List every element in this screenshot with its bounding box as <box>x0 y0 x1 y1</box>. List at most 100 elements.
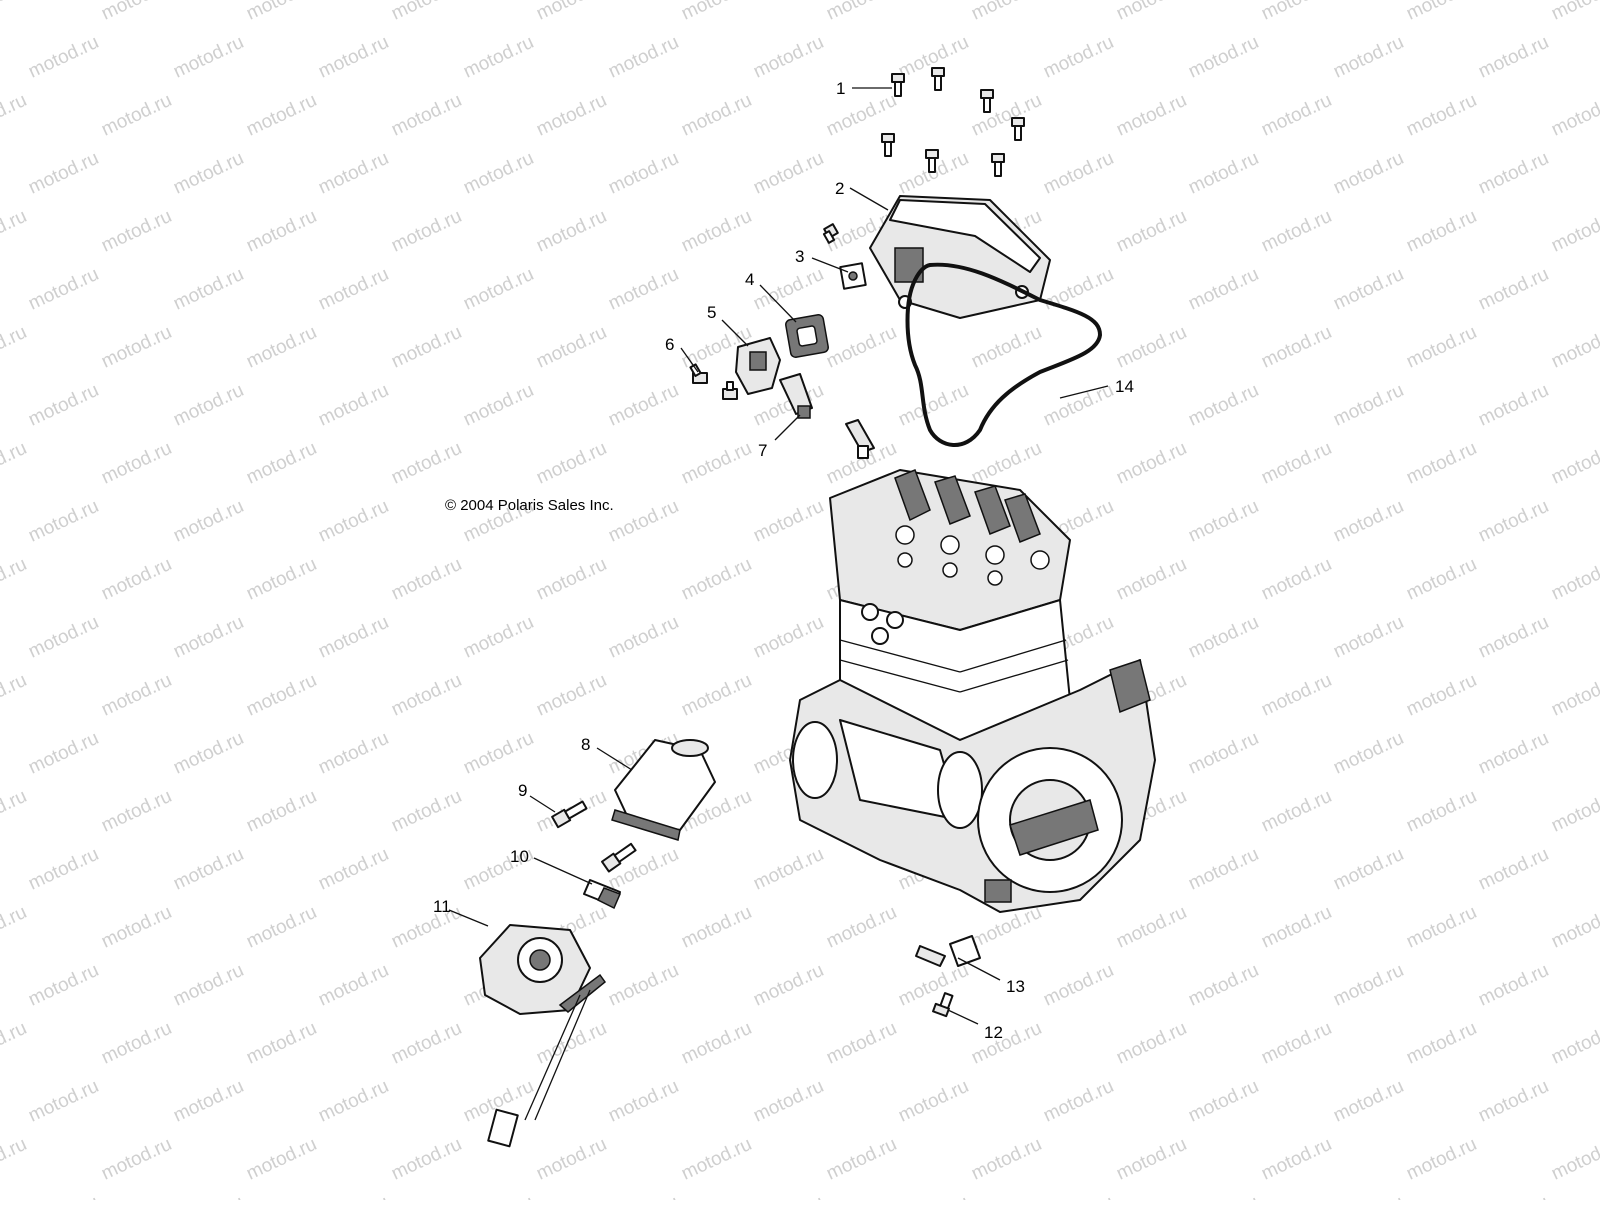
watermark-text: motod.ru <box>1113 90 1190 141</box>
watermark-text: motod.ru <box>1548 322 1600 373</box>
watermark-text: motod.ru <box>98 786 175 837</box>
watermark-text: motod.ru <box>315 32 392 83</box>
watermark-text: motod.ru <box>823 902 900 953</box>
watermark-text: motod.ru <box>25 148 102 199</box>
watermark-text: motod.ru <box>460 612 537 663</box>
watermark-text: motod.ru <box>823 90 900 141</box>
watermark-text: motod.ru <box>25 1076 102 1127</box>
watermark-text: motod.ru <box>1330 612 1407 663</box>
watermark-text: motod.ru <box>1330 148 1407 199</box>
watermark-text: motod.ru <box>750 264 827 315</box>
copyright-text: © 2004 Polaris Sales Inc. <box>445 497 614 514</box>
watermark-text: motod.ru <box>98 1134 175 1185</box>
watermark-text: motod.ru <box>1548 1018 1600 1069</box>
watermark-text: motod.ru <box>25 380 102 431</box>
watermark-text: motod.ru <box>315 844 392 895</box>
watermark-text: motod.ru <box>1185 844 1262 895</box>
watermark-text: motod.ru <box>1185 960 1262 1011</box>
watermark-text: motod.ru <box>460 1192 537 1200</box>
watermark-text: motod.ru <box>388 322 465 373</box>
watermark-text: motod.ru <box>388 670 465 721</box>
watermark-text: motod.ru <box>968 322 1045 373</box>
watermark-text: motod.ru <box>0 554 30 605</box>
watermark-text: motod.ru <box>98 322 175 373</box>
watermark-text: motod.ru <box>170 148 247 199</box>
watermark-text: motod.ru <box>1113 902 1190 953</box>
watermark-text: motod.ru <box>388 206 465 257</box>
watermark-text: motod.ru <box>1185 32 1262 83</box>
watermark-text: motod.ru <box>1475 960 1552 1011</box>
watermark-text: motod.ru <box>170 1192 247 1200</box>
watermark-text: motod.ru <box>1258 786 1335 837</box>
watermark-text: motod.ru <box>1040 960 1117 1011</box>
watermark-text: motod.ru <box>678 902 755 953</box>
watermark-text: motod.ru <box>388 786 465 837</box>
watermark-text: motod.ru <box>1403 438 1480 489</box>
watermark-text: motod.ru <box>1258 1134 1335 1185</box>
watermark-text: motod.ru <box>1548 902 1600 953</box>
watermark-text: motod.ru <box>895 960 972 1011</box>
watermark-text: motod.ru <box>25 844 102 895</box>
watermark-text: motod.ru <box>243 670 320 721</box>
watermark-text: motod.ru <box>1403 1018 1480 1069</box>
spark-plug-icon <box>845 419 875 459</box>
watermark-text: motod.ru <box>388 0 465 25</box>
watermark-text: motod.ru <box>98 438 175 489</box>
watermark-text: motod.ru <box>243 206 320 257</box>
watermark-text: motod.ru <box>1403 0 1480 25</box>
watermark-text: motod.ru <box>895 1192 972 1200</box>
screw-icon <box>932 992 954 1018</box>
watermark-text: motod.ru <box>243 902 320 953</box>
watermark-text: motod.ru <box>1475 148 1552 199</box>
watermark-text: motod.ru <box>750 960 827 1011</box>
intake-boot-icon <box>611 739 716 841</box>
watermark-text: motod.ru <box>750 1076 827 1127</box>
watermark-text: motod.ru <box>1185 264 1262 315</box>
watermark-text: motod.ru <box>823 1018 900 1069</box>
watermark-text: motod.ru <box>1330 32 1407 83</box>
watermark-text: motod.ru <box>0 1134 30 1185</box>
watermark-text: motod.ru <box>1258 670 1335 721</box>
watermark-text: motod.ru <box>98 902 175 953</box>
watermark-text: motod.ru <box>605 1192 682 1200</box>
watermark-text: motod.ru <box>1113 1018 1190 1069</box>
callout-9: 9 <box>518 781 527 800</box>
watermark-text: motod.ru <box>1475 380 1552 431</box>
engine-block-icon <box>789 469 1156 913</box>
callout-labels: 1 2 3 4 5 6 7 8 9 10 11 12 13 14 <box>433 79 1134 1042</box>
watermark-text: motod.ru <box>678 206 755 257</box>
callout-10: 10 <box>510 847 529 866</box>
watermark-text: motod.ru <box>1475 32 1552 83</box>
watermark-text: motod.ru <box>533 1018 610 1069</box>
watermark-text: motod.ru <box>750 1192 827 1200</box>
watermark-text: motod.ru <box>895 380 972 431</box>
watermark-text: motod.ru <box>1548 554 1600 605</box>
watermark-text: motod.ru <box>533 438 610 489</box>
watermark-text: motod.ru <box>1258 902 1335 953</box>
watermark-text: motod.ru <box>98 90 175 141</box>
watermark-text: motod.ru <box>460 264 537 315</box>
watermark-text: motod.ru <box>1548 786 1600 837</box>
watermark-text: motod.ru <box>460 728 537 779</box>
watermark-text: motod.ru <box>605 612 682 663</box>
watermark-text: motod.ru <box>1040 1076 1117 1127</box>
plate-icon <box>839 262 867 290</box>
watermark-text: motod.ru <box>1403 554 1480 605</box>
watermark-text: motod.ru <box>1548 0 1600 25</box>
watermark-text: motod.ru <box>1330 844 1407 895</box>
watermark-text: motod.ru <box>1113 1134 1190 1185</box>
watermark-text: motod.ru <box>388 554 465 605</box>
watermark-text: motod.ru <box>1475 728 1552 779</box>
watermark-text: motod.ru <box>0 670 30 721</box>
watermark-text: motod.ru <box>1330 960 1407 1011</box>
watermark-text: motod.ru <box>0 786 30 837</box>
watermark-text: motod.ru <box>605 844 682 895</box>
screw-icon <box>689 363 738 400</box>
watermark-text: motod.ru <box>315 1192 392 1200</box>
watermark-text: motod.ru <box>678 1018 755 1069</box>
watermark-text: motod.ru <box>750 148 827 199</box>
watermark-text: motod.ru <box>1185 1076 1262 1127</box>
watermark-text: motod.ru <box>243 1018 320 1069</box>
watermark-text: motod.ru <box>533 1134 610 1185</box>
